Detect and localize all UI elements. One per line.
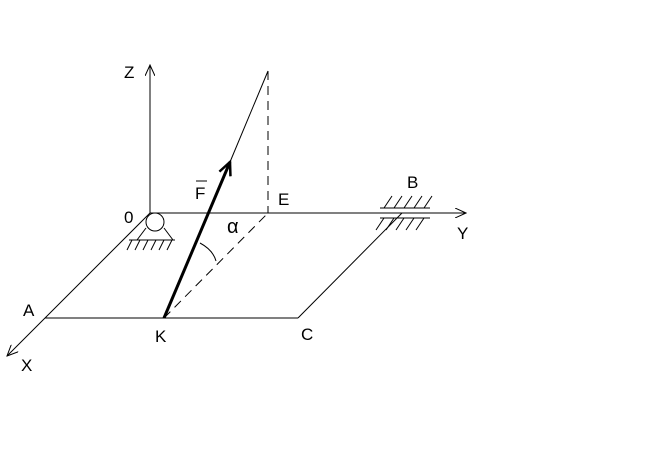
plate-edge-bc xyxy=(297,212,403,319)
label-force: F xyxy=(195,184,205,203)
label-b: B xyxy=(407,173,418,192)
pin-support xyxy=(126,212,175,251)
dashed-line-ke xyxy=(163,212,269,319)
vertical-plane-edge xyxy=(229,70,269,163)
label-y: Y xyxy=(457,224,468,243)
bearing-support xyxy=(375,195,433,231)
label-x: X xyxy=(21,356,32,375)
label-a: A xyxy=(23,301,35,320)
label-e: E xyxy=(278,190,289,209)
angle-arc xyxy=(199,242,217,262)
label-z: Z xyxy=(124,63,134,82)
label-k: K xyxy=(155,327,167,346)
label-origin: 0 xyxy=(124,208,133,227)
force-vector xyxy=(162,162,230,319)
x-axis xyxy=(7,212,151,356)
label-c: C xyxy=(301,325,313,344)
label-angle: α xyxy=(227,216,239,238)
